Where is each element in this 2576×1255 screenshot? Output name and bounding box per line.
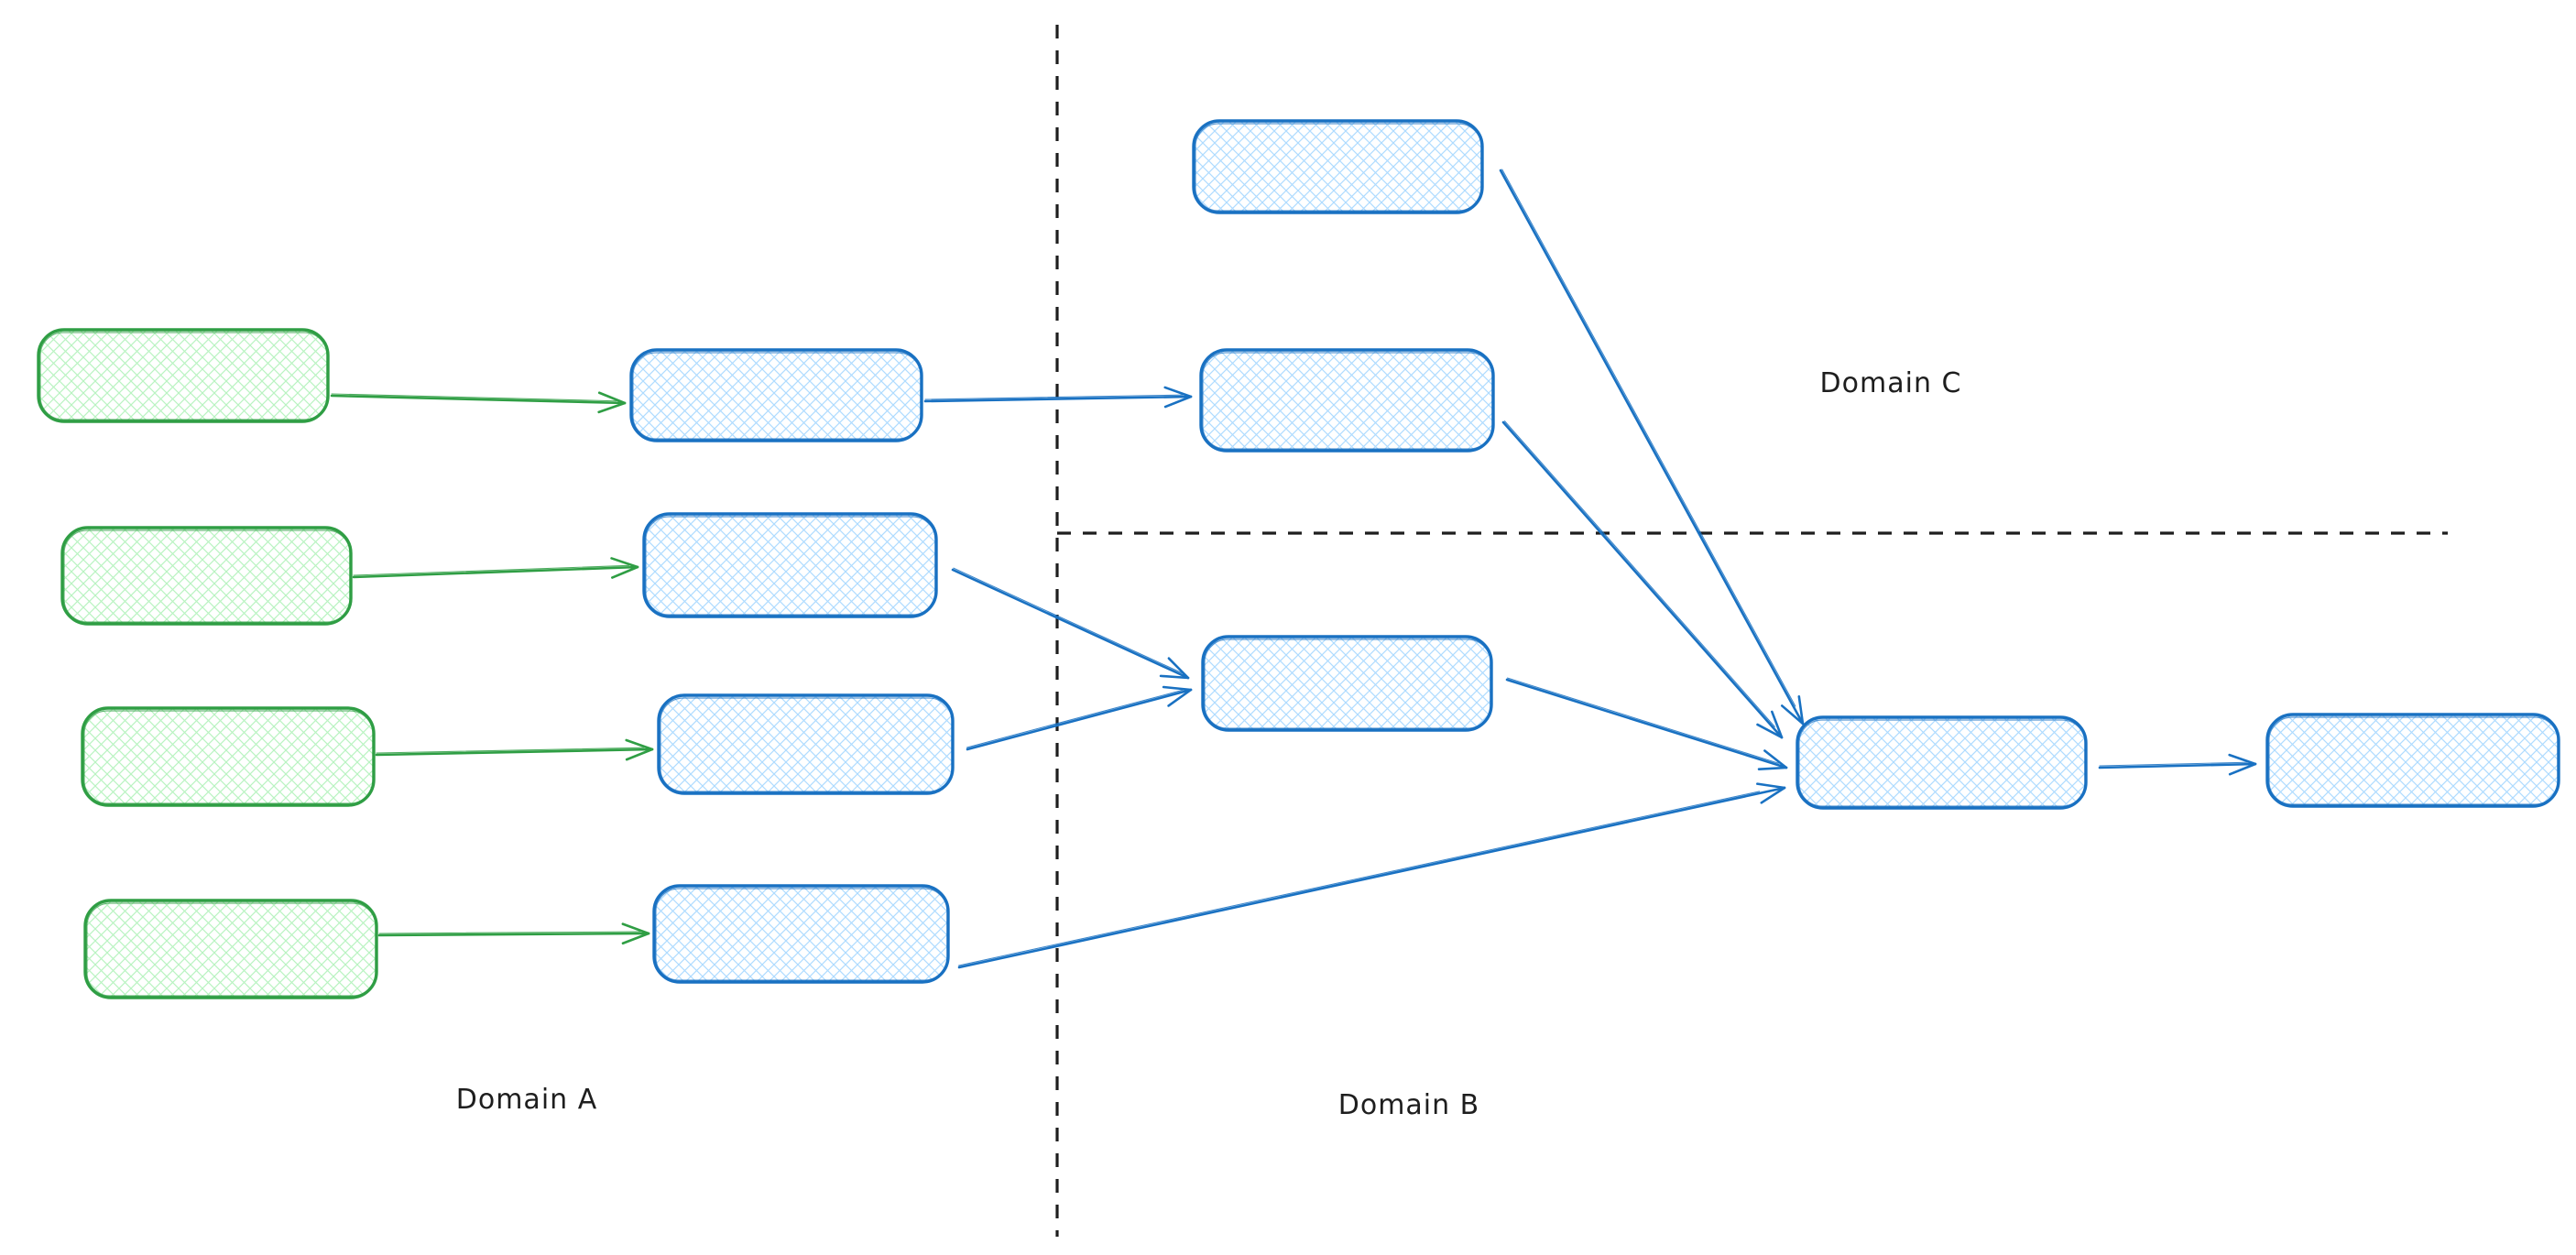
arrow-stage-1-to-b-upper[interactable] bbox=[923, 386, 1193, 409]
node-output[interactable] bbox=[2265, 713, 2560, 808]
arrow-stage-4-to-hub[interactable] bbox=[957, 782, 1786, 969]
node-source-3[interactable] bbox=[81, 706, 376, 807]
arrow-b-upper-to-hub[interactable] bbox=[1501, 420, 1784, 739]
arrow-hub-to-output[interactable] bbox=[2098, 753, 2257, 776]
node-domain-c-box[interactable] bbox=[1192, 119, 1484, 214]
arrow-source-2-to-stage-2[interactable] bbox=[352, 557, 639, 579]
arrow-source-3-to-stage-3[interactable] bbox=[375, 738, 654, 761]
node-b-upper[interactable] bbox=[1199, 348, 1495, 453]
arrow-source-4-to-stage-4[interactable] bbox=[377, 922, 650, 945]
arrow-stage-3-to-b-middle[interactable] bbox=[966, 685, 1193, 751]
node-stage-4[interactable] bbox=[652, 884, 950, 984]
arrow-b-middle-to-hub[interactable] bbox=[1505, 677, 1788, 770]
node-source-1[interactable] bbox=[37, 328, 330, 423]
node-b-middle[interactable] bbox=[1201, 635, 1493, 732]
node-hub[interactable] bbox=[1796, 715, 2088, 810]
arrow-stage-2-to-b-middle[interactable] bbox=[951, 567, 1190, 680]
node-stage-3[interactable] bbox=[657, 693, 955, 795]
node-stage-1[interactable] bbox=[629, 348, 923, 442]
arrow-domain-c-box-to-hub[interactable] bbox=[1499, 169, 1805, 726]
label-domain-c[interactable]: Domain C bbox=[1820, 367, 1962, 399]
arrow-source-1-to-stage-1[interactable] bbox=[330, 391, 627, 414]
node-source-4[interactable] bbox=[83, 899, 378, 999]
node-source-2[interactable] bbox=[60, 526, 353, 626]
label-domain-a[interactable]: Domain A bbox=[456, 1084, 597, 1116]
label-domain-b[interactable]: Domain B bbox=[1338, 1089, 1480, 1121]
node-stage-2[interactable] bbox=[642, 512, 938, 618]
